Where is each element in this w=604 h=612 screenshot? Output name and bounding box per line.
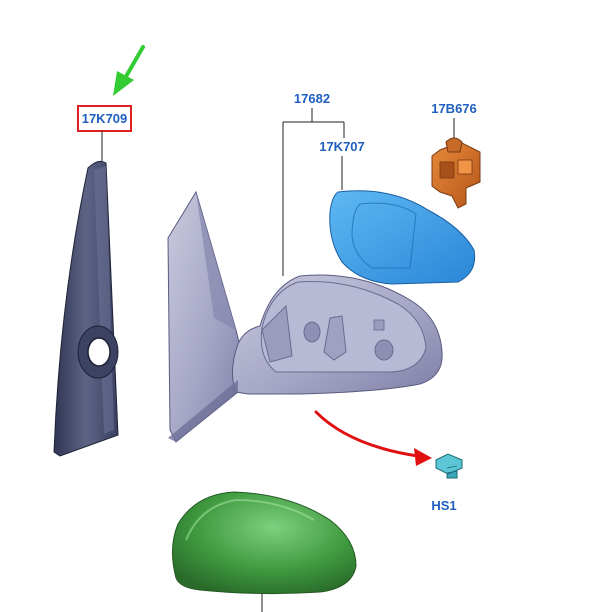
callout-17K707[interactable]: 17K707: [319, 139, 365, 154]
mirror-cover[interactable]: [172, 491, 357, 595]
mirror-glass[interactable]: [329, 190, 476, 285]
callout-17B676[interactable]: 17B676: [431, 101, 477, 116]
trim-panel[interactable]: [53, 160, 119, 457]
red-arrow-icon: [314, 410, 432, 466]
mirror-housing[interactable]: [167, 190, 443, 443]
green-arrow-icon: [113, 45, 145, 96]
callout-HS1[interactable]: HS1: [431, 498, 456, 513]
highlight-box: [77, 105, 132, 132]
callout-17682[interactable]: 17682: [294, 91, 330, 106]
callout-17K709[interactable]: 17K709: [82, 111, 128, 126]
screw-hs1[interactable]: [435, 453, 463, 479]
mirror-motor[interactable]: [431, 137, 481, 209]
